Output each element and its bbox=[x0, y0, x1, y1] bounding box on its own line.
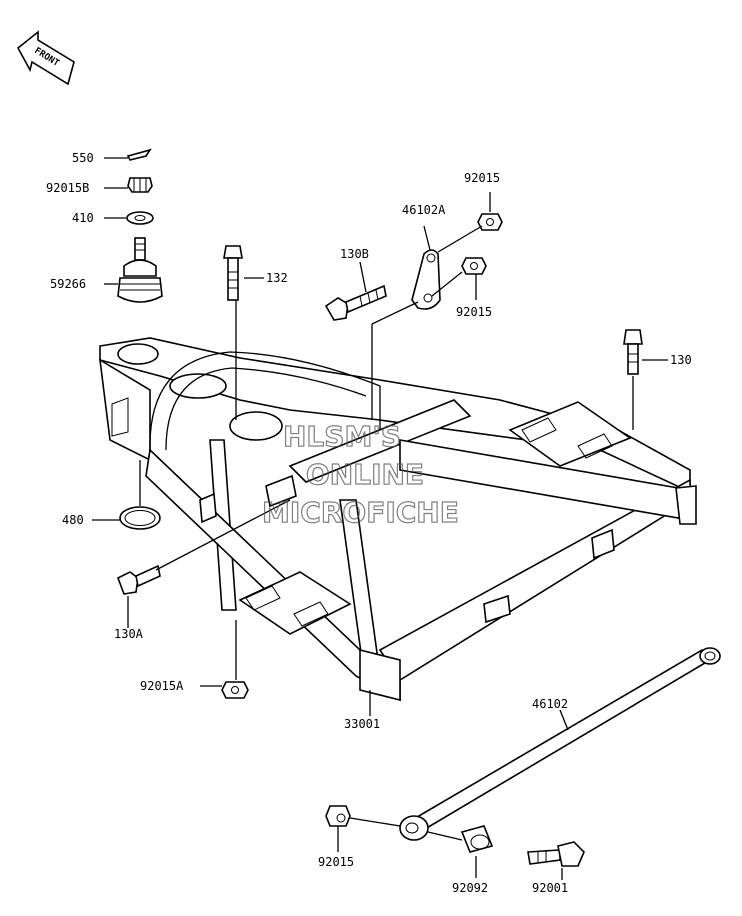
label-130: 130 bbox=[670, 353, 692, 367]
label-410: 410 bbox=[72, 211, 94, 225]
spacer-icon bbox=[460, 825, 494, 853]
label-130b: 130B bbox=[340, 247, 369, 261]
label-46102: 46102 bbox=[532, 697, 568, 711]
ball-joint-icon bbox=[117, 237, 163, 303]
bolt-130-icon bbox=[623, 329, 643, 375]
watermark-line-2: ONLINE bbox=[306, 458, 424, 491]
label-59266: 59266 bbox=[50, 277, 86, 291]
bolt-92001-icon bbox=[527, 841, 585, 867]
washer-icon bbox=[126, 211, 154, 225]
label-46102a: 46102A bbox=[402, 203, 446, 217]
watermark: HLSM'S ONLINE MICROFICHE bbox=[261, 419, 459, 529]
nut-92015-mid-icon bbox=[461, 257, 487, 275]
label-92001: 92001 bbox=[532, 881, 568, 895]
label-550: 550 bbox=[72, 151, 94, 165]
castle-nut-icon bbox=[127, 177, 153, 193]
circlip-icon bbox=[119, 506, 161, 530]
label-92092: 92092 bbox=[452, 881, 488, 895]
label-92015-mid: 92015 bbox=[456, 305, 492, 319]
nut-92015-bottom-icon bbox=[325, 805, 351, 827]
label-92015b: 92015B bbox=[46, 181, 89, 195]
watermark-line-1: HLSM'S bbox=[283, 420, 401, 453]
tie-rod-icon bbox=[399, 647, 721, 841]
label-480: 480 bbox=[62, 513, 84, 527]
nut-92015a-icon bbox=[221, 681, 249, 699]
front-arrow-icon: FRONT bbox=[16, 30, 75, 86]
label-33001: 33001 bbox=[344, 717, 380, 731]
leader-lines bbox=[92, 157, 668, 880]
label-132: 132 bbox=[266, 271, 288, 285]
label-130a: 130A bbox=[114, 627, 144, 641]
label-92015-top: 92015 bbox=[464, 171, 500, 185]
frame-icon bbox=[99, 337, 697, 702]
bolt-130b-icon bbox=[324, 284, 387, 321]
watermark-line-3: MICROFICHE bbox=[262, 496, 459, 529]
label-92015-bottom: 92015 bbox=[318, 855, 354, 869]
label-92015a: 92015A bbox=[140, 679, 184, 693]
bolt-130a-icon bbox=[116, 564, 161, 595]
nut-92015-top-icon bbox=[477, 213, 503, 231]
bolt-132-icon bbox=[223, 245, 243, 301]
cotter-pin-icon bbox=[126, 148, 152, 161]
link-plate-icon bbox=[411, 249, 441, 310]
